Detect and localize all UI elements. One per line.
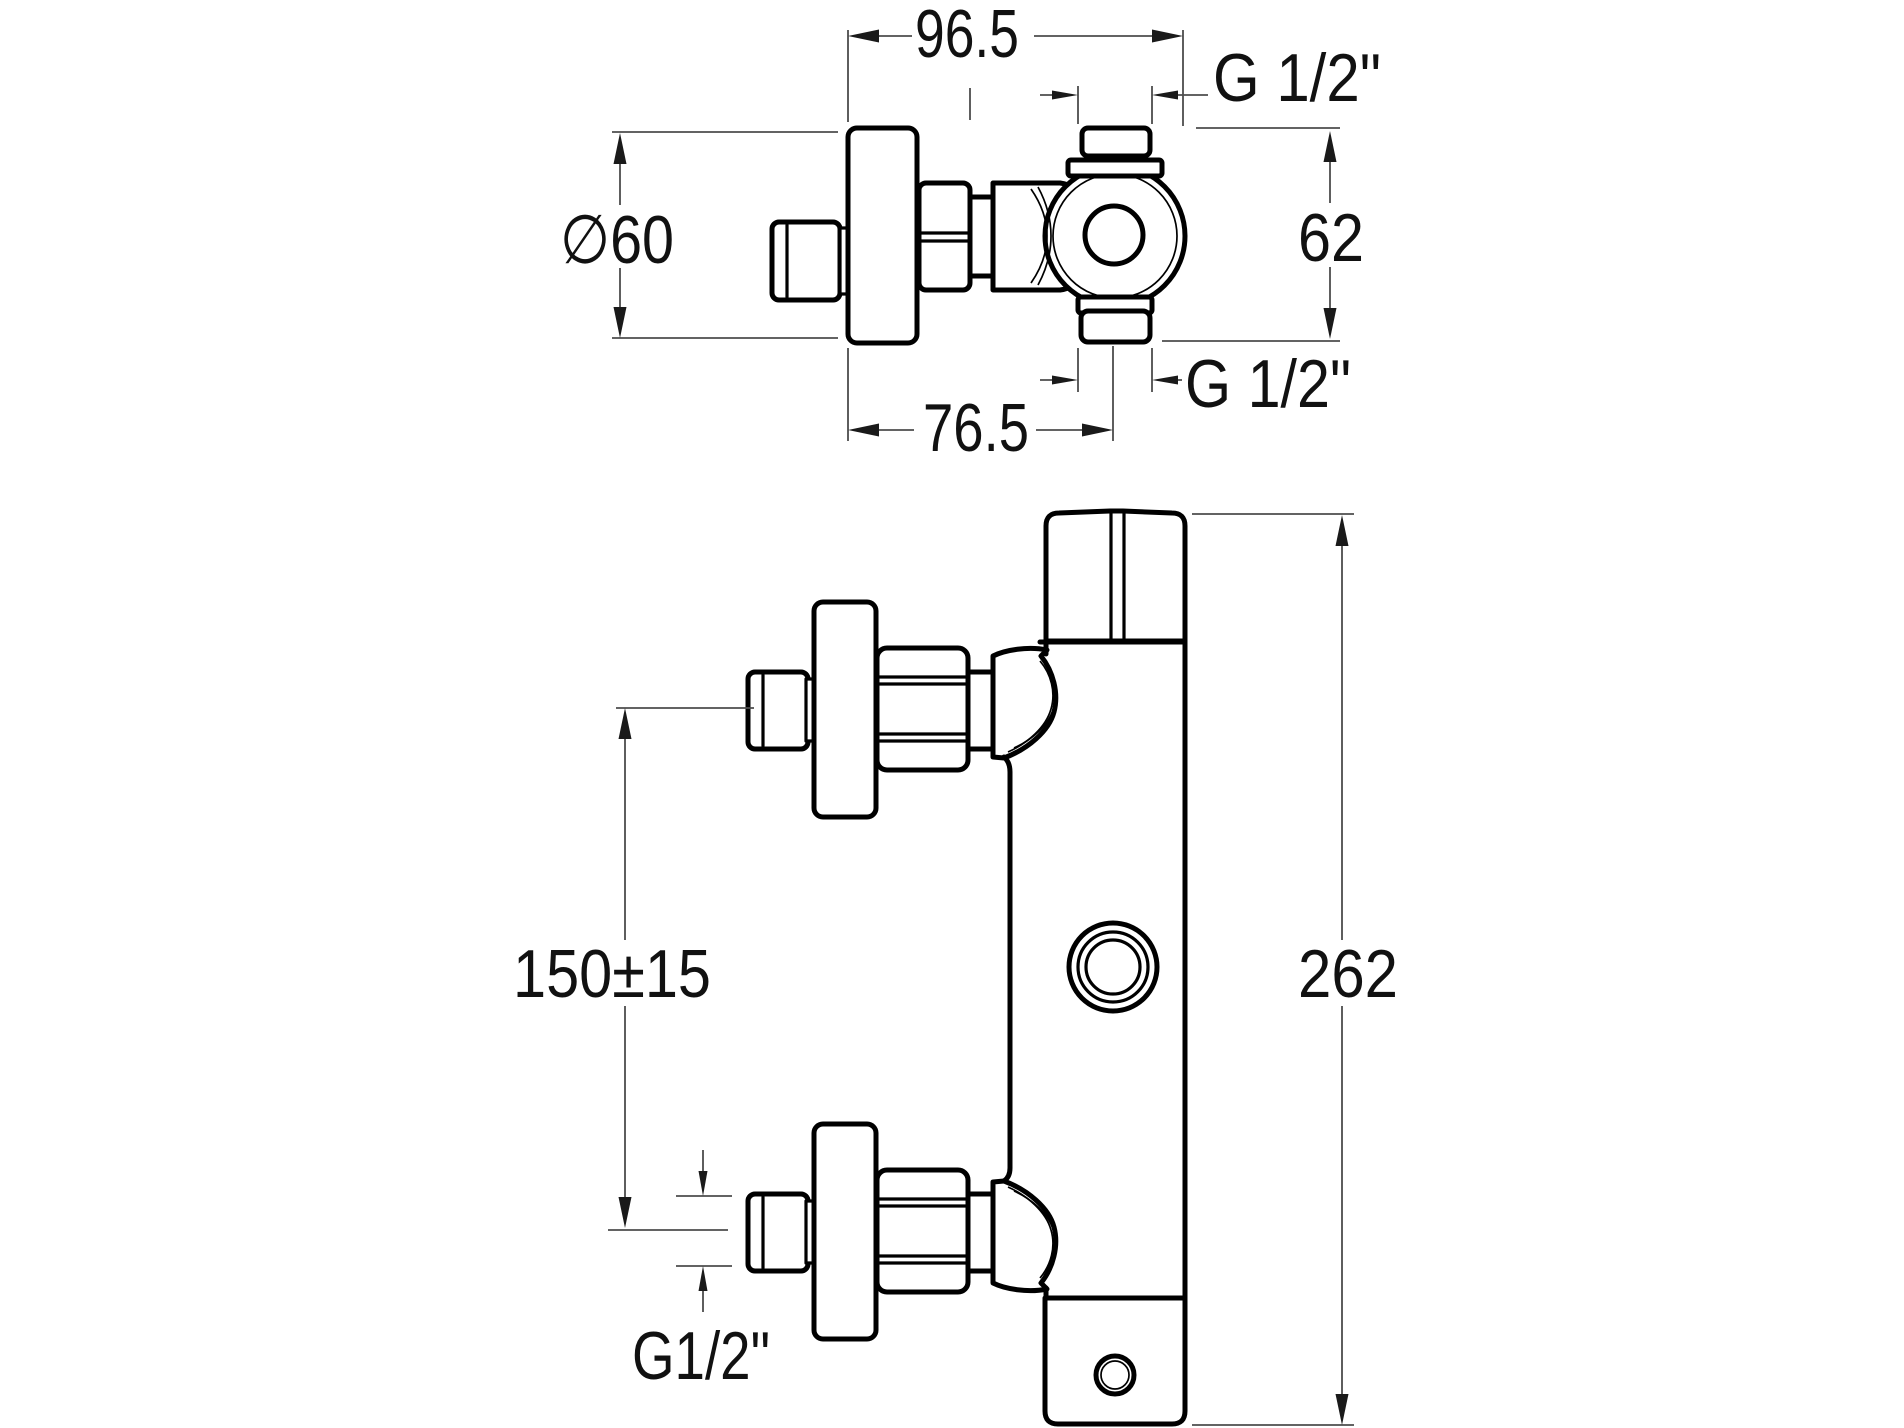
- dimension-lines: [608, 29, 1354, 1426]
- top-view-hex-nut: [916, 180, 973, 293]
- top-view-flange: [845, 125, 920, 346]
- dim-label-depth: 62: [1298, 200, 1364, 276]
- dim-label-flange-diameter: ∅60: [560, 202, 674, 278]
- upper-inlet-boss: [993, 648, 1056, 758]
- upper-inlet: [748, 602, 993, 817]
- dim-label-overall-width: 96.5: [915, 0, 1019, 72]
- cartridge-cap: [1043, 508, 1188, 644]
- top-view-body-block: [990, 180, 1063, 293]
- top-view: [769, 125, 1188, 346]
- top-view-neck: [967, 194, 997, 279]
- top-port: [1079, 125, 1153, 159]
- bottom-port: [1078, 308, 1153, 345]
- front-view: [748, 508, 1188, 1427]
- lower-inlet-boss: [993, 1181, 1056, 1291]
- outlet-boss-outer: [1066, 920, 1160, 1014]
- body-left-edge: [1001, 754, 1013, 1184]
- lower-inlet: [748, 1124, 993, 1339]
- spindle-circle: [1082, 203, 1146, 267]
- dim-label-inlet-thread: G1/2": [632, 1318, 770, 1394]
- dim-label-inlet-spacing: 150±15: [513, 936, 711, 1012]
- outlet-boss-socket: [1084, 938, 1142, 996]
- dim-label-top-port-thread: G 1/2": [1213, 40, 1381, 116]
- top-view-nipple: [769, 219, 843, 303]
- dim-label-overall-height: 262: [1298, 936, 1398, 1012]
- dim-label-bottom-port-thread: G 1/2": [1185, 346, 1351, 422]
- dim-label-port-offset: 76.5: [923, 390, 1029, 466]
- dimension-labels: 96.5 G 1/2" ∅60 62 76.5 G 1/2" 150±15 26…: [513, 0, 1398, 1394]
- cone-highlight-line: [1030, 188, 1048, 284]
